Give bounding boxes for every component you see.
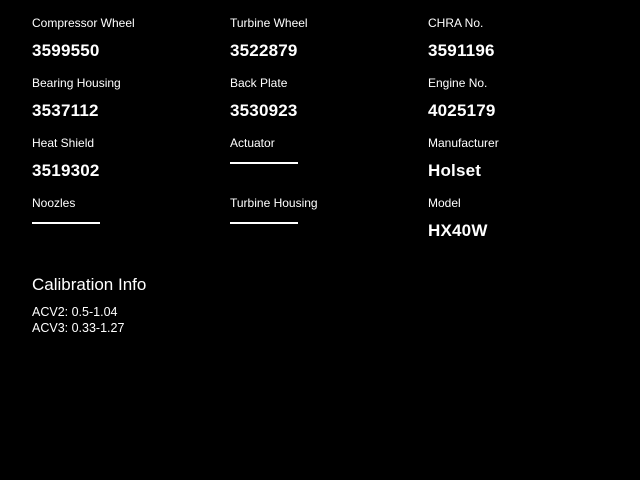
fields-grid: Compressor Wheel 3599550 Turbine Wheel 3…: [32, 16, 618, 242]
field-value: 4025179: [428, 101, 496, 120]
field-label: Bearing Housing: [32, 76, 121, 90]
field-value: 3599550: [32, 41, 100, 60]
field-value: Holset: [428, 161, 482, 180]
field-label: Back Plate: [230, 76, 288, 90]
field-label: Engine No.: [428, 76, 488, 90]
field-turbine-wheel: Turbine Wheel 3522879: [230, 16, 428, 62]
field-label: Manufacturer: [428, 136, 499, 150]
calibration-title: Calibration Info: [32, 275, 147, 294]
field-label: Heat Shield: [32, 136, 95, 150]
field-value: [230, 162, 428, 164]
empty-value-dash: [230, 222, 298, 224]
calibration-lines: ACV2: 0.5-1.04 ACV3: 0.33-1.27: [32, 304, 640, 336]
calibration-line-acv2: ACV2: 0.5-1.04: [32, 305, 118, 319]
field-value: [230, 222, 428, 224]
field-label: Compressor Wheel: [32, 16, 135, 30]
field-model: Model HX40W: [428, 196, 618, 242]
field-label: Model: [428, 196, 461, 210]
calibration-section: Calibration Info ACV2: 0.5-1.04 ACV3: 0.…: [32, 274, 640, 336]
field-turbine-housing: Turbine Housing: [230, 196, 428, 242]
empty-value-dash: [230, 162, 298, 164]
field-chra-no: CHRA No. 3591196: [428, 16, 618, 62]
field-value: [32, 222, 230, 224]
field-back-plate: Back Plate 3530923: [230, 76, 428, 122]
field-manufacturer: Manufacturer Holset: [428, 136, 618, 182]
field-label: Noozles: [32, 196, 76, 210]
field-heat-shield: Heat Shield 3519302: [32, 136, 230, 182]
field-value: 3591196: [428, 41, 495, 60]
field-label: Actuator: [230, 136, 275, 150]
field-label: Turbine Housing: [230, 196, 318, 210]
empty-value-dash: [32, 222, 100, 224]
field-label: CHRA No.: [428, 16, 484, 30]
calibration-line-acv3: ACV3: 0.33-1.27: [32, 321, 125, 335]
field-value: HX40W: [428, 221, 488, 240]
field-value: 3519302: [32, 161, 100, 180]
field-noozles: Noozles: [32, 196, 230, 242]
field-actuator: Actuator: [230, 136, 428, 182]
field-value: 3537112: [32, 101, 99, 120]
field-value: 3530923: [230, 101, 298, 120]
field-value: 3522879: [230, 41, 298, 60]
field-bearing-housing: Bearing Housing 3537112: [32, 76, 230, 122]
field-compressor-wheel: Compressor Wheel 3599550: [32, 16, 230, 62]
field-engine-no: Engine No. 4025179: [428, 76, 618, 122]
field-label: Turbine Wheel: [230, 16, 308, 30]
